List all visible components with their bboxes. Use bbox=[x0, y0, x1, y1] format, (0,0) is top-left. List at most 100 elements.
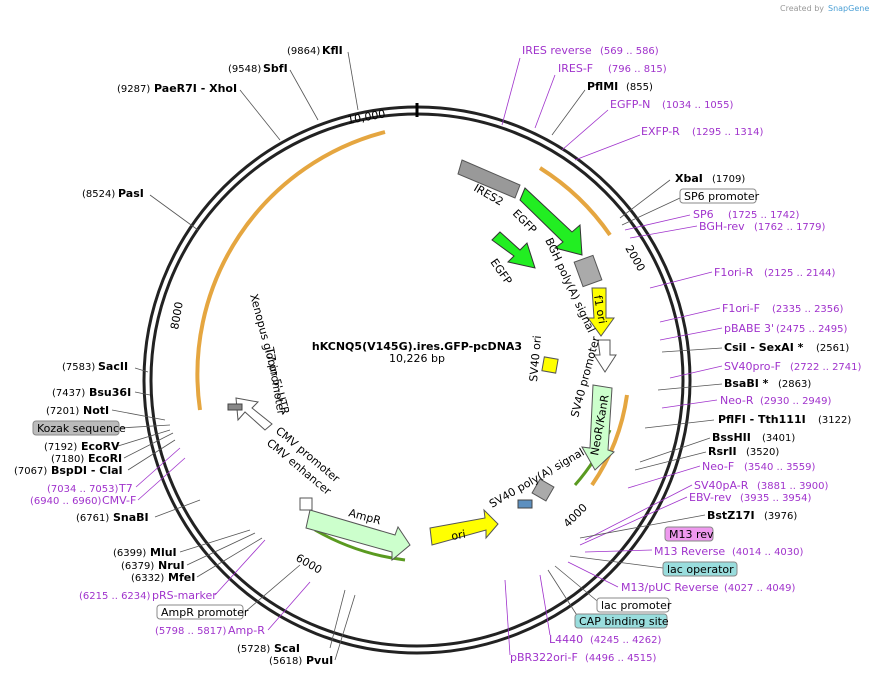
site-pvui[interactable]: PvuI bbox=[306, 654, 333, 667]
feature-bgh[interactable] bbox=[573, 254, 603, 288]
feature-sv40-ori[interactable] bbox=[541, 356, 559, 374]
lead-ebv bbox=[579, 496, 688, 546]
site-sacii-pos: (7583) bbox=[62, 362, 95, 373]
site-kozak[interactable]: Kozak sequence bbox=[37, 422, 126, 435]
site-pflmi[interactable]: PflMI bbox=[587, 80, 618, 93]
site-pbr322ori-f[interactable]: pBR322ori-F bbox=[510, 651, 578, 664]
feature-f1-ori[interactable] bbox=[587, 287, 615, 337]
site-kfli-pos: (9864) bbox=[287, 46, 320, 57]
site-sp6[interactable]: SP6 bbox=[693, 208, 714, 221]
lead-sp6 bbox=[624, 214, 691, 231]
site-neo-f[interactable]: Neo-F bbox=[702, 460, 734, 473]
site-exfp-r[interactable]: EXFP-R bbox=[641, 125, 680, 138]
lead-pbabe bbox=[659, 327, 723, 341]
site-sp6-promoter[interactable]: SP6 promoter bbox=[684, 190, 760, 203]
site-kfli[interactable]: KflI bbox=[322, 44, 343, 57]
lead-ires-rev bbox=[501, 57, 521, 126]
site-scai[interactable]: ScaI bbox=[274, 642, 300, 655]
site-f1ori-r[interactable]: F1ori-R bbox=[714, 266, 754, 279]
site-bsabi[interactable]: BsaBI * bbox=[724, 377, 769, 390]
site-t7[interactable]: T7 bbox=[118, 482, 133, 495]
site-m13-reverse[interactable]: M13 Reverse bbox=[654, 545, 725, 558]
site-csii-sexai[interactable]: CsiI - SexAI * bbox=[724, 341, 804, 354]
site-mlui[interactable]: MluI bbox=[150, 546, 177, 559]
site-f1ori-f[interactable]: F1ori-F bbox=[722, 302, 760, 315]
feature-sv40-pa[interactable] bbox=[531, 478, 555, 502]
lead-egfp-n bbox=[561, 109, 609, 151]
feature-t7[interactable] bbox=[227, 403, 243, 411]
site-ebv-rev-pos: (3935 .. 3954) bbox=[740, 493, 812, 504]
site-bsshii-pos: (3401) bbox=[762, 433, 795, 444]
site-ires-reverse[interactable]: IRES reverse bbox=[522, 44, 592, 57]
site-ires-f[interactable]: IRES-F bbox=[558, 62, 593, 75]
site-m13-puc-reverse[interactable]: M13/pUC Reverse bbox=[621, 581, 719, 594]
site-ecori[interactable]: EcoRI bbox=[88, 452, 122, 465]
site-rsrii[interactable]: RsrII bbox=[708, 445, 737, 458]
site-egfp-n[interactable]: EGFP-N bbox=[610, 98, 650, 111]
lead-f1ori-f bbox=[659, 307, 721, 323]
site-cap-binding[interactable]: CAP binding site bbox=[579, 615, 669, 628]
feature-sv40-promoter[interactable] bbox=[593, 339, 617, 373]
feature-ampr[interactable] bbox=[305, 509, 411, 562]
site-sacii[interactable]: SacII bbox=[98, 360, 128, 373]
site-ires-reverse-pos: (569 .. 586) bbox=[600, 46, 659, 57]
site-sv40pa-r[interactable]: SV40pA-R bbox=[694, 479, 749, 492]
site-prs-marker-pos: (6215 .. 6234) bbox=[79, 591, 151, 602]
site-amp-r[interactable]: Amp-R bbox=[228, 624, 265, 637]
site-snabi-pos: (6761) bbox=[76, 513, 109, 524]
site-pflfi-tth111i[interactable]: PflFI - Tth111I bbox=[718, 413, 806, 426]
feature-neor[interactable] bbox=[581, 384, 615, 471]
site-exfp-r-pos: (1295 .. 1314) bbox=[692, 127, 764, 138]
site-sv40pro-f[interactable]: SV40pro-F bbox=[724, 360, 781, 373]
site-cmv-f[interactable]: CMV-F bbox=[102, 494, 136, 507]
lead-ires-f bbox=[534, 74, 556, 129]
site-m13-rev[interactable]: M13 rev bbox=[669, 528, 714, 541]
site-mfei[interactable]: MfeI bbox=[168, 571, 195, 584]
site-pasi[interactable]: PasI bbox=[118, 187, 144, 200]
lead-amp-r bbox=[267, 581, 311, 631]
lead-sv40pa bbox=[584, 484, 693, 541]
site-ecori-pos: (7180) bbox=[51, 454, 84, 465]
site-neo-r[interactable]: Neo-R bbox=[720, 394, 754, 407]
site-bgh-rev[interactable]: BGH-rev bbox=[699, 220, 745, 233]
site-clai[interactable]: BspDI - ClaI bbox=[51, 464, 123, 477]
site-lac-promoter[interactable]: lac promoter bbox=[601, 599, 672, 612]
orf-right-mid bbox=[590, 394, 629, 487]
site-bgh-rev-pos: (1762 .. 1779) bbox=[754, 222, 826, 233]
site-xhoi[interactable]: PaeR7I - XhoI bbox=[154, 82, 237, 95]
site-t7-pos: (7034 .. 7053) bbox=[47, 484, 119, 495]
site-noti[interactable]: NotI bbox=[83, 404, 109, 417]
site-lac-operator[interactable]: lac operator bbox=[667, 563, 734, 576]
lead-kozak bbox=[119, 424, 171, 429]
site-bstz17i[interactable]: BstZ17I bbox=[707, 509, 755, 522]
feature-ori[interactable] bbox=[429, 508, 499, 546]
orf-ampr bbox=[314, 528, 406, 562]
lead-bsshii bbox=[639, 437, 711, 463]
lead-prs bbox=[214, 539, 266, 596]
site-bsshii[interactable]: BssHII bbox=[712, 431, 751, 444]
feature-cmv[interactable] bbox=[235, 397, 273, 431]
site-l4440[interactable]: L4440 bbox=[549, 633, 583, 646]
feature-lac[interactable] bbox=[517, 499, 533, 509]
site-xbai[interactable]: XbaI bbox=[675, 172, 703, 185]
box-ampr-promoter bbox=[156, 604, 244, 620]
site-bsu36i-pos: (7437) bbox=[52, 388, 85, 399]
site-mlui-pos: (6399) bbox=[113, 548, 146, 559]
site-snabi[interactable]: SnaBI bbox=[113, 511, 149, 524]
site-prs-marker[interactable]: pRS-marker bbox=[152, 589, 217, 602]
site-nrui[interactable]: NruI bbox=[158, 559, 185, 572]
site-ampr-promoter[interactable]: AmpR promoter bbox=[161, 606, 249, 619]
feature-ires2[interactable] bbox=[457, 159, 521, 199]
site-ebv-rev[interactable]: EBV-rev bbox=[689, 491, 732, 504]
site-sbfi[interactable]: SbfI bbox=[263, 62, 288, 75]
feature-egfp-arrow-2[interactable] bbox=[491, 231, 536, 269]
site-f1ori-r-pos: (2125 .. 2144) bbox=[764, 268, 836, 279]
site-pbabe-pos: (2475 .. 2495) bbox=[776, 324, 848, 335]
feature-ampr-promoter-box[interactable] bbox=[299, 497, 313, 511]
site-ecorv[interactable]: EcoRV bbox=[81, 440, 120, 453]
feature-egfp-arrow[interactable] bbox=[519, 187, 583, 256]
site-bsu36i[interactable]: Bsu36I bbox=[89, 386, 131, 399]
box-sp6-promoter bbox=[679, 188, 757, 204]
lead-sp6prom bbox=[621, 197, 681, 226]
site-pbabe[interactable]: pBABE 3' bbox=[724, 322, 774, 335]
